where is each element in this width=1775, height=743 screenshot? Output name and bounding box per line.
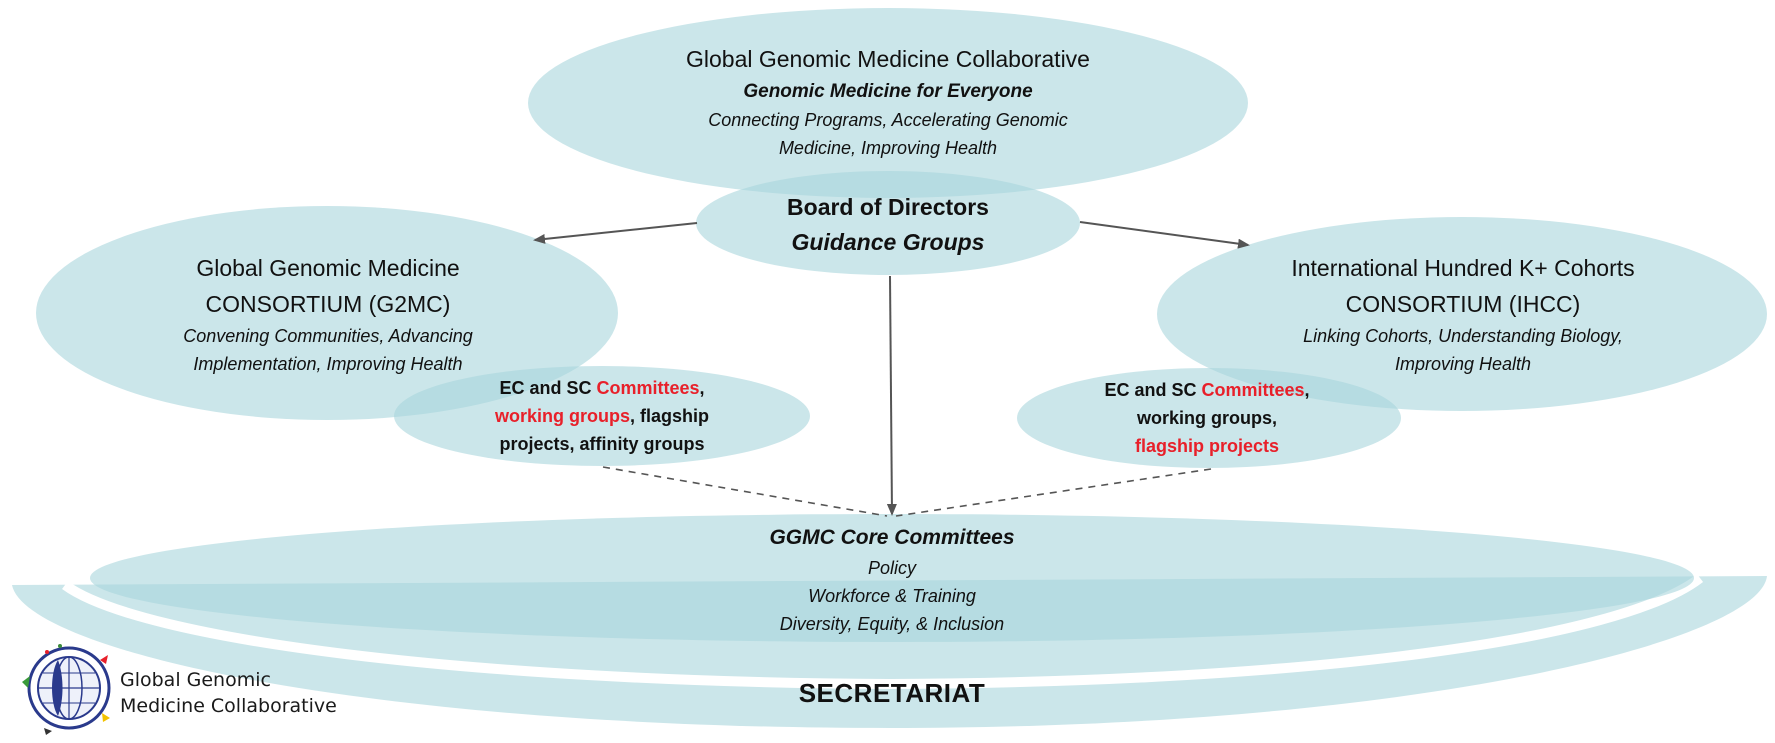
dashed-link-ihcc	[895, 468, 1212, 517]
g2mc-title-line2: CONSORTIUM (G2MC)	[205, 291, 451, 317]
core-committees-ellipse	[90, 514, 1694, 642]
ihcc-committees-line1: EC and SC Committees,	[1057, 376, 1357, 404]
core-item-workforce: Workforce & Training	[808, 586, 976, 606]
g2mc-flagship-text: , flagship	[629, 406, 709, 426]
dashed-link-g2mc	[602, 466, 888, 517]
arrow-to-ihcc	[1079, 221, 1250, 249]
ihcc-ellipse	[1157, 217, 1767, 411]
ggmc-logo-icon	[22, 644, 111, 735]
ihcc-title-line1: International Hundred K+ Cohorts	[1291, 255, 1635, 281]
ggmc-motto-line1: Connecting Programs, Accelerating Genomi…	[708, 110, 1068, 130]
ggmc-ellipse	[528, 8, 1248, 198]
ggmc-motto-line2: Medicine, Improving Health	[778, 138, 998, 158]
ihcc-motto-line2: Improving Health	[1394, 354, 1532, 374]
g2mc-committees-line1: EC and SC Committees,	[452, 374, 752, 402]
logo-line1: Global Genomic	[120, 669, 271, 691]
g2mc-ec-sc-text: EC and SC	[499, 378, 597, 398]
g2mc-committees-ellipse	[394, 366, 810, 466]
ihcc-committees-line2: working groups,	[1136, 408, 1277, 428]
secretariat-gap	[62, 574, 1704, 690]
board-ellipse	[696, 171, 1080, 275]
arrow-to-g2mc	[533, 222, 698, 244]
ihcc-committees-highlight: Committees	[1201, 380, 1305, 400]
ggmc-title: Global Genomic Medicine Collaborative	[686, 46, 1090, 72]
ihcc-ec-sc-text: EC and SC	[1104, 380, 1202, 400]
ihcc-flagship-highlight: flagship projects	[1134, 436, 1280, 456]
g2mc-committees-line3: projects, affinity groups	[499, 434, 705, 454]
ihcc-motto-line1: Linking Cohorts, Understanding Biology,	[1303, 326, 1623, 346]
guidance-groups: Guidance Groups	[791, 229, 985, 255]
g2mc-motto-line2: Implementation, Improving Health	[193, 354, 463, 374]
core-item-dei: Diversity, Equity, & Inclusion	[779, 614, 1005, 634]
secretariat-label: SECRETARIAT	[798, 678, 986, 708]
logo-line2: Medicine Collaborative	[120, 695, 337, 717]
core-committees-title: GGMC Core Committees	[769, 526, 1015, 549]
g2mc-comma: ,	[699, 378, 705, 398]
ihcc-comma: ,	[1304, 380, 1310, 400]
ihcc-committees-ellipse	[1017, 368, 1401, 468]
arrow-to-core	[886, 275, 897, 516]
ggmc-tagline: Genomic Medicine for Everyone	[743, 81, 1033, 102]
board-of-directors: Board of Directors	[787, 194, 989, 220]
g2mc-ellipse	[36, 206, 618, 420]
g2mc-committees-line2: working groups, flagship	[452, 402, 752, 430]
g2mc-committees-highlight: Committees	[596, 378, 700, 398]
ihcc-title-line2: CONSORTIUM (IHCC)	[1345, 291, 1581, 317]
core-item-policy: Policy	[867, 558, 916, 578]
g2mc-title-line1: Global Genomic Medicine	[196, 255, 460, 281]
g2mc-motto-line1: Convening Communities, Advancing	[183, 326, 473, 346]
g2mc-working-groups-highlight: working groups	[494, 406, 630, 426]
